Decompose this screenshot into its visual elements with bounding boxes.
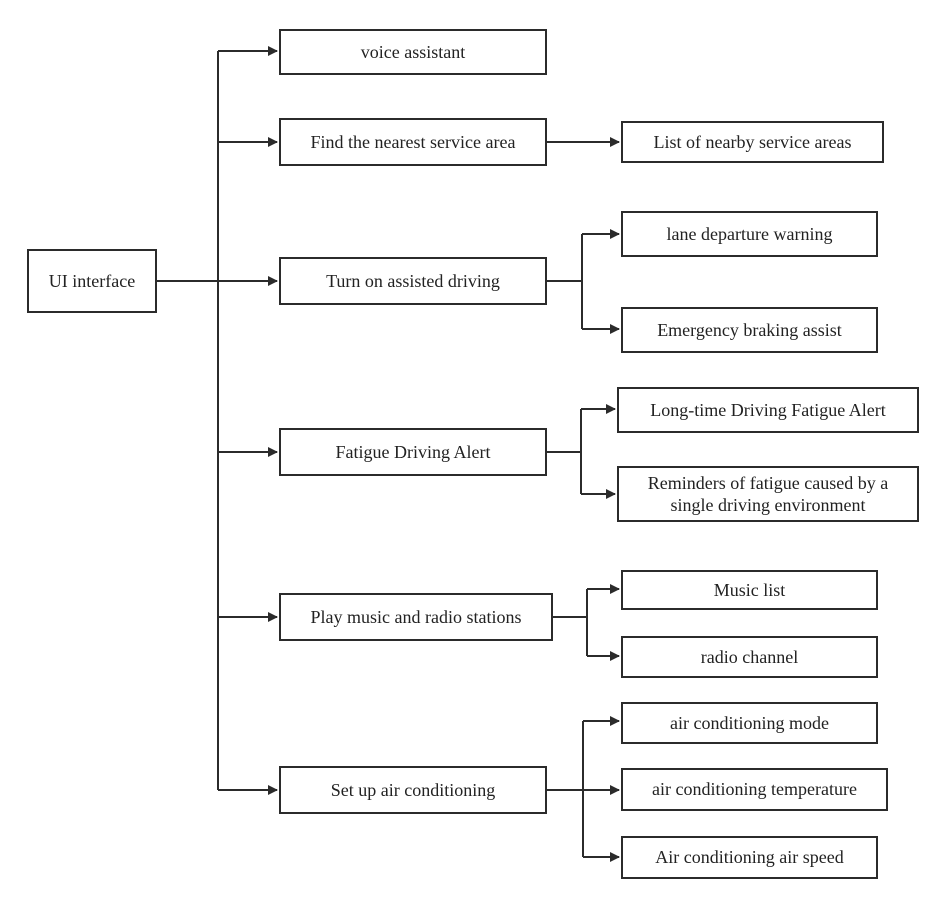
branch-node-fatigue-alert: Fatigue Driving Alert (279, 428, 547, 476)
leaf-node-single-environment-fatigue: Reminders of fatigue caused by a single … (617, 466, 919, 522)
leaf-node-lane-departure: lane departure warning (621, 211, 878, 257)
leaf-node-service-area-list: List of nearby service areas (621, 121, 884, 163)
branch-node-music-radio: Play music and radio stations (279, 593, 553, 641)
leaf-node-ac-temperature: air conditioning temperature (621, 768, 888, 811)
leaf-node-emergency-braking: Emergency braking assist (621, 307, 878, 353)
leaf-node-music-list: Music list (621, 570, 878, 610)
leaf-node-radio-channel: radio channel (621, 636, 878, 678)
branch-node-air-conditioning: Set up air conditioning (279, 766, 547, 814)
root-node: UI interface (27, 249, 157, 313)
branch-node-assisted-driving: Turn on assisted driving (279, 257, 547, 305)
leaf-node-ac-air-speed: Air conditioning air speed (621, 836, 878, 879)
branch-node-nearest-service-area: Find the nearest service area (279, 118, 547, 166)
leaf-node-ac-mode: air conditioning mode (621, 702, 878, 744)
leaf-node-long-time-fatigue: Long-time Driving Fatigue Alert (617, 387, 919, 433)
branch-node-voice-assistant: voice assistant (279, 29, 547, 75)
